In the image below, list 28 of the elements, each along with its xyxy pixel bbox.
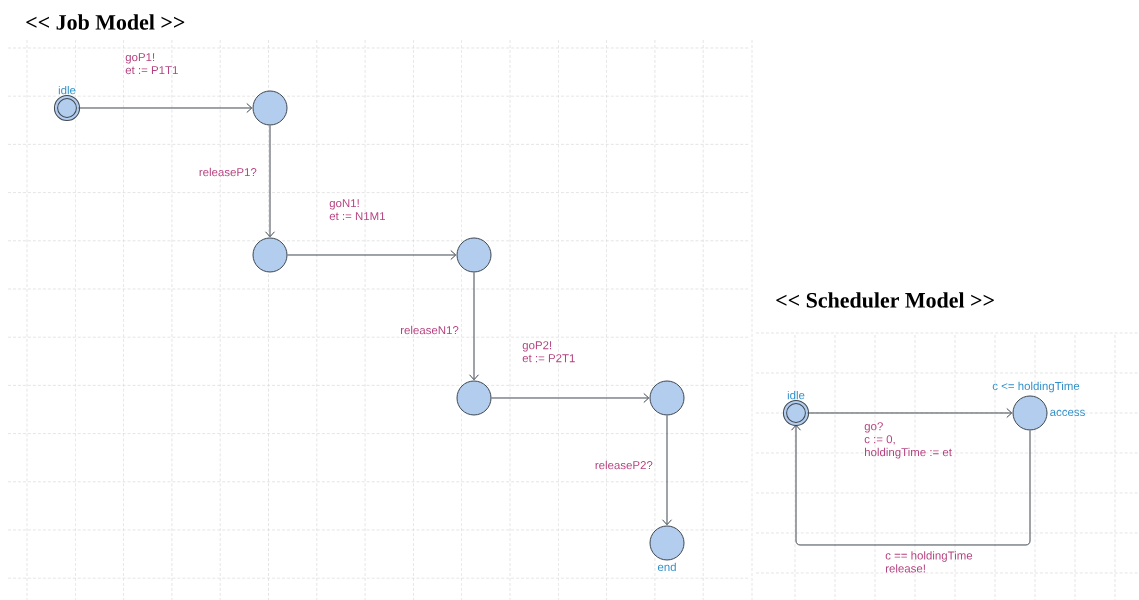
- edge-label: releaseP2?: [595, 460, 653, 470]
- heading: << Scheduler Model >>: [776, 292, 994, 308]
- state-circle: [649, 380, 685, 416]
- edge-label: goN1! et := N1M1: [329, 199, 385, 221]
- arrow: [662, 415, 672, 526]
- state-circle: [456, 380, 492, 416]
- edge-label: goP1! et := P1T1: [125, 53, 178, 75]
- edge-label: go? c := 0, holdingTime := et: [864, 422, 952, 459]
- heading: << Job Model >>: [26, 14, 185, 30]
- edge-label: goP2! et := P2T1: [522, 341, 575, 363]
- state-circle: [456, 237, 492, 273]
- arrow: [791, 424, 1031, 546]
- state-circle: [252, 237, 288, 273]
- node-label: idle: [787, 390, 805, 400]
- node-label: idle: [58, 85, 76, 95]
- edge-label: c == holdingTime release!: [885, 551, 973, 573]
- arrow: [78, 103, 253, 113]
- node-label: access: [1050, 409, 1085, 417]
- arrow: [287, 250, 457, 260]
- arrow: [807, 408, 1013, 418]
- node-label: end: [657, 562, 676, 572]
- edge-label: releaseN1?: [401, 325, 459, 335]
- arrow: [469, 272, 479, 381]
- edge-label: releaseP1?: [199, 167, 257, 177]
- arrow: [491, 393, 650, 403]
- state-circle: [252, 90, 288, 126]
- node-label: c <= holdingTime: [992, 381, 1080, 393]
- arrow: [265, 125, 275, 238]
